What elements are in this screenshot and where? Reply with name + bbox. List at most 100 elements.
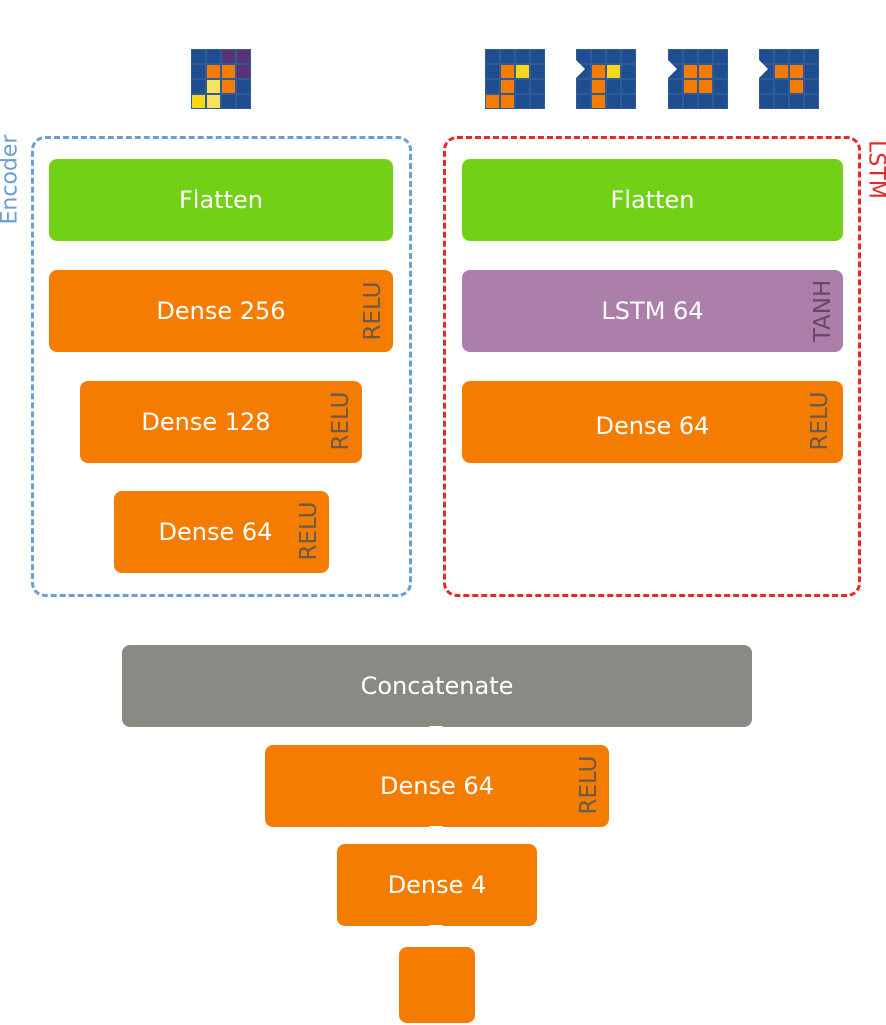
sequence-frame-3-grid	[668, 49, 728, 109]
sequence-frame-4-cell	[804, 79, 819, 94]
encoder-input-grid	[191, 49, 251, 109]
encoder-input-cell	[206, 64, 221, 79]
encoder-dense-256-label: Dense 256	[156, 297, 286, 325]
arrow-down-icon	[429, 925, 443, 933]
encoder-input-cell	[221, 79, 236, 94]
encoder-dense-128-label: Dense 128	[141, 408, 271, 436]
encoder-input-cell	[191, 79, 206, 94]
encoder-input-cell	[206, 79, 221, 94]
sequence-frame-3-cell	[713, 94, 728, 109]
lstm-flatten-layer: Flatten	[462, 159, 843, 241]
sequence-frame-4-cell	[804, 64, 819, 79]
sequence-frame-2-cell	[591, 79, 606, 94]
arrow-down-icon	[429, 726, 443, 734]
head-dense-64-label: Dense 64	[380, 772, 494, 800]
sequence-frame-4-cell	[789, 94, 804, 109]
sequence-frame-4-cell	[774, 79, 789, 94]
sequence-frame-1-cell	[515, 94, 530, 109]
sequence-frame-3-cell	[683, 49, 698, 64]
sequence-frame-1-cell	[485, 49, 500, 64]
sequence-frame-3-cell	[668, 79, 683, 94]
sequence-frame-1-cell	[515, 49, 530, 64]
sequence-frame-2-cell	[591, 64, 606, 79]
encoder-flatten-label: Flatten	[179, 186, 263, 214]
sequence-frame-1-cell	[500, 49, 515, 64]
output-node	[399, 947, 475, 1023]
sequence-frame-1-cell	[530, 94, 545, 109]
encoder-dense-128-activation: RELU	[328, 391, 354, 451]
sequence-frame-2-cell	[621, 79, 636, 94]
sequence-frame-3-cell	[698, 79, 713, 94]
sequence-frame-1-cell	[515, 79, 530, 94]
sequence-frame-2-cell	[606, 64, 621, 79]
sequence-frame-1-cell	[500, 64, 515, 79]
sequence-frame-1-cell	[500, 94, 515, 109]
sequence-frame-2-cell	[591, 49, 606, 64]
encoder-group-label: Encoder	[0, 134, 23, 225]
lstm-dense-64-label: Dense 64	[595, 412, 710, 440]
sequence-frame-4-cell	[789, 79, 804, 94]
lstm-64-layer: LSTM 64	[462, 270, 843, 352]
encoder-input-cell	[236, 79, 251, 94]
encoder-input-cell	[221, 49, 236, 64]
sequence-frame-3-cell	[698, 94, 713, 109]
lstm-dense-64-layer: Dense 64	[462, 381, 843, 463]
sequence-frame-1-cell	[485, 79, 500, 94]
sequence-frame-2-notch-icon	[576, 60, 585, 78]
encoder-input-cell	[206, 94, 221, 109]
encoder-input-cell	[236, 49, 251, 64]
sequence-frame-2-cell	[621, 64, 636, 79]
encoder-input-cell	[236, 64, 251, 79]
sequence-frame-1-cell	[530, 49, 545, 64]
sequence-frame-3-notch-icon	[668, 60, 677, 78]
encoder-input-cell	[206, 49, 221, 64]
encoder-input-cell	[236, 94, 251, 109]
sequence-frame-1-cell	[500, 79, 515, 94]
lstm-group-label: LSTM	[863, 140, 886, 199]
sequence-frame-2-cell	[621, 94, 636, 109]
encoder-input-cell	[221, 94, 236, 109]
encoder-dense-64-activation: RELU	[296, 501, 322, 561]
sequence-frame-4-cell	[789, 49, 804, 64]
sequence-frame-2-cell	[606, 49, 621, 64]
encoder-dense-64-label: Dense 64	[158, 518, 273, 546]
sequence-frame-4-cell	[804, 94, 819, 109]
encoder-dense-64-layer: Dense 64	[114, 491, 329, 573]
sequence-frame-2-cell	[576, 79, 591, 94]
lstm-64-label: LSTM 64	[601, 297, 704, 325]
encoder-group	[31, 136, 412, 597]
sequence-frame-1-cell	[485, 64, 500, 79]
sequence-frame-1-cell	[530, 64, 545, 79]
sequence-frame-3-cell	[683, 94, 698, 109]
head-dense-4-layer: Dense 4	[337, 844, 537, 926]
sequence-frame-2-cell	[606, 94, 621, 109]
sequence-frame-4-notch-icon	[759, 60, 768, 78]
encoder-dense-128-layer: Dense 128	[80, 381, 362, 463]
sequence-frame-2-cell	[606, 79, 621, 94]
encoder-input-cell	[221, 64, 236, 79]
sequence-frame-3-cell	[698, 64, 713, 79]
sequence-frame-4-cell	[789, 64, 804, 79]
sequence-frame-1-grid	[485, 49, 545, 109]
sequence-frame-2-cell	[621, 49, 636, 64]
encoder-dense-256-activation: RELU	[360, 281, 386, 341]
sequence-frame-4-cell	[774, 49, 789, 64]
lstm-64-activation: TANH	[810, 279, 836, 343]
encoder-input-cell	[191, 64, 206, 79]
sequence-frame-3-cell	[713, 49, 728, 64]
sequence-frame-3-cell	[698, 49, 713, 64]
lstm-flatten-label: Flatten	[610, 186, 695, 214]
sequence-frame-3-cell	[668, 94, 683, 109]
sequence-frame-4-cell	[759, 94, 774, 109]
concatenate-label: Concatenate	[360, 672, 514, 700]
sequence-frame-3-cell	[683, 64, 698, 79]
sequence-frame-2-cell	[591, 94, 606, 109]
encoder-input-cell	[191, 94, 206, 109]
lstm-group	[443, 136, 861, 597]
sequence-frame-4-cell	[774, 94, 789, 109]
sequence-frame-2-grid	[576, 49, 636, 109]
sequence-frame-1-cell	[485, 94, 500, 109]
concatenate-layer: Concatenate	[122, 645, 752, 727]
lstm-dense-64-activation: RELU	[807, 391, 833, 451]
sequence-frame-3-cell	[713, 64, 728, 79]
